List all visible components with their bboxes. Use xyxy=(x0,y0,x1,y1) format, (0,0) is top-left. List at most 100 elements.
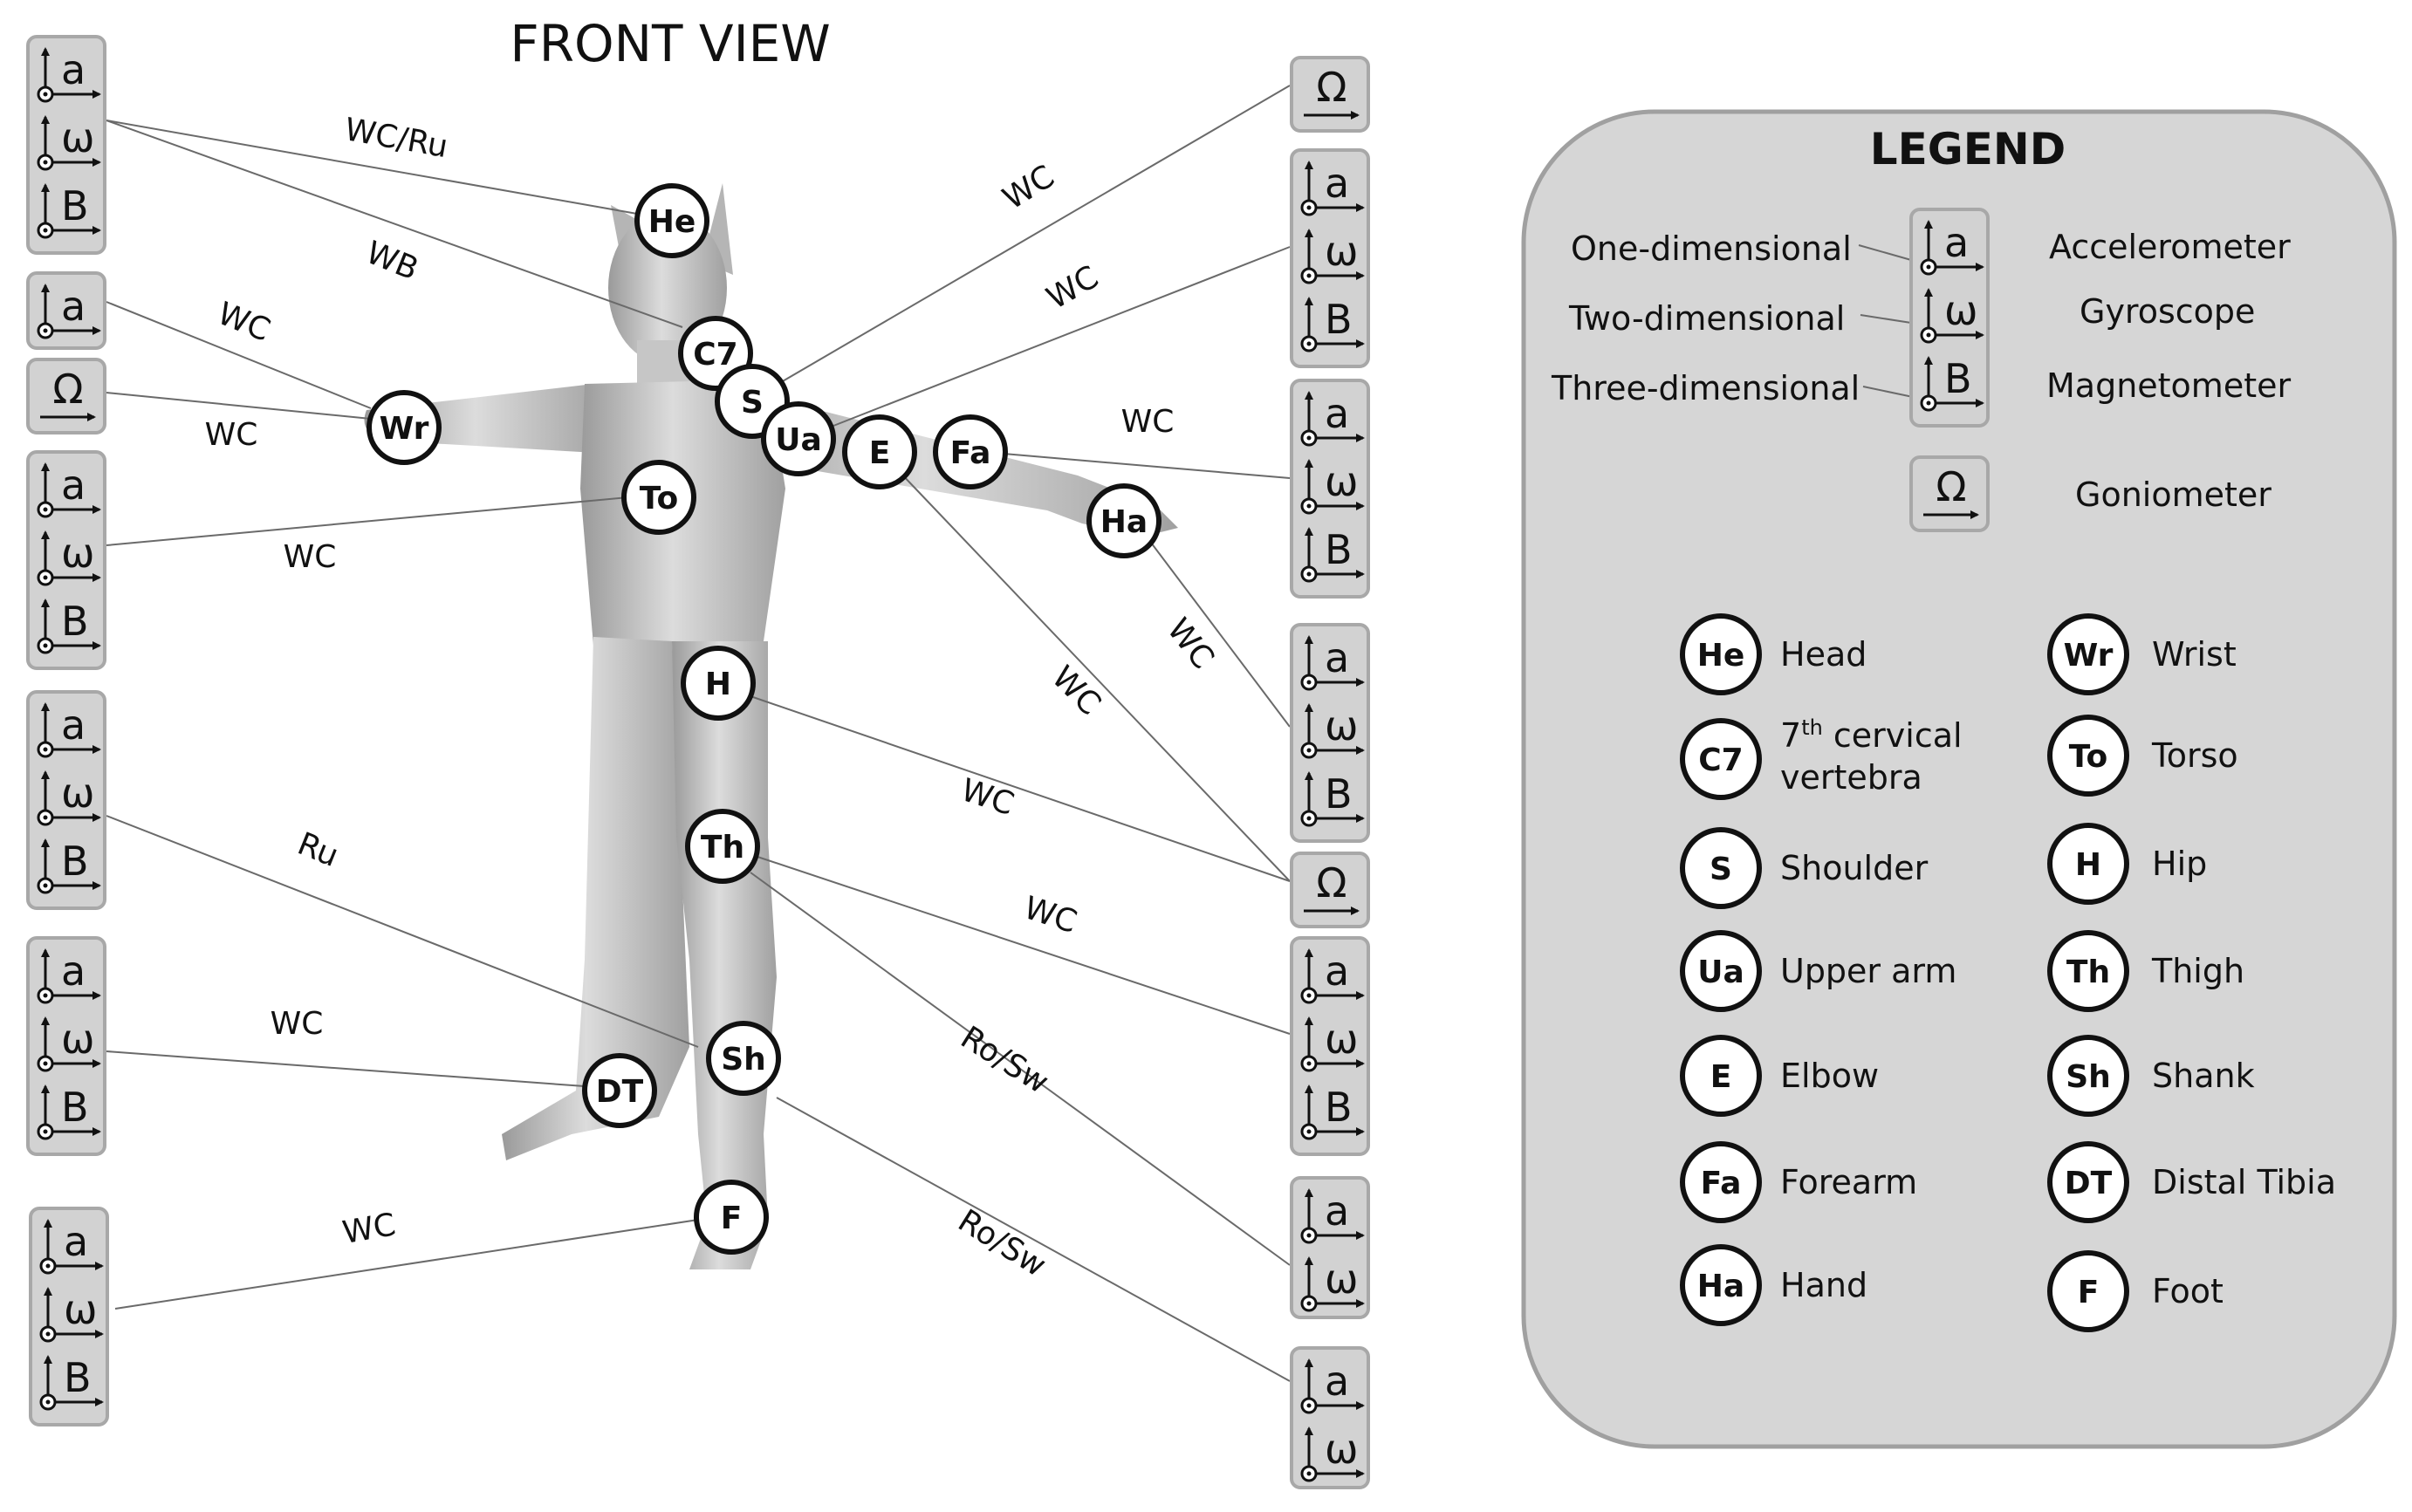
legend-name: Shank xyxy=(2152,1057,2255,1095)
connection-label: WC xyxy=(956,772,1018,823)
goniometer-box: Ω xyxy=(26,358,106,434)
legend-gyroscope: Gyroscope xyxy=(2080,292,2255,331)
accelerometer-symbol: a xyxy=(1944,219,1969,266)
legend-pointer-1 xyxy=(1858,244,1912,261)
legend-name: Shoulder xyxy=(1780,849,1929,887)
connection-label: Ro/Sw xyxy=(952,1203,1052,1284)
connection-line xyxy=(751,854,1291,1035)
gyroscope-symbol: ω xyxy=(61,530,95,577)
magnetometer-symbol: B xyxy=(1325,770,1353,818)
accelerometer-symbol: a xyxy=(61,46,86,93)
body-node-he: He xyxy=(634,183,709,258)
imu-sensor-box: aωB xyxy=(1909,208,1990,428)
legend-name: Hand xyxy=(1780,1266,1867,1304)
legend-goniometer-box: Ω xyxy=(1909,455,1990,532)
accelerometer-symbol: a xyxy=(1325,1187,1349,1235)
body-node-f: F xyxy=(694,1180,769,1255)
accelerometer-symbol: a xyxy=(1325,390,1349,437)
imu-sensor-box: aωB xyxy=(1290,148,1370,368)
legend-item-wr: Wr Wrist xyxy=(2047,613,2237,695)
imu-sensor-box: aωB xyxy=(1290,623,1370,843)
connection-label: WC xyxy=(1045,660,1107,722)
connection-label: WC xyxy=(205,417,258,453)
body-node-label: Sh xyxy=(721,1042,766,1078)
accelerometer-symbol: a xyxy=(61,948,86,995)
legend-name: Distal Tibia xyxy=(2152,1163,2336,1201)
legend-name: Foot xyxy=(2152,1272,2224,1310)
connection-label: WC xyxy=(284,539,337,575)
accelerometer-symbol: a xyxy=(61,462,86,509)
connection-line xyxy=(106,120,683,328)
legend-abbr: E xyxy=(1710,1059,1732,1095)
page-title: FRONT VIEW xyxy=(510,14,830,73)
body-node-sh: Sh xyxy=(706,1021,781,1096)
accelerometer-symbol: a xyxy=(61,283,86,330)
accelerometer-symbol: a xyxy=(1325,948,1349,995)
accelerometer-symbol: a xyxy=(1325,1358,1349,1405)
body-node-to: To xyxy=(621,460,696,535)
legend-abbr: Th xyxy=(2066,954,2110,990)
goniometer-box: Ω xyxy=(1290,56,1370,133)
body-node-label: Ha xyxy=(1100,504,1148,540)
legend-name: Hip xyxy=(2152,845,2207,883)
connection-line xyxy=(114,1219,699,1310)
body-node-ua: Ua xyxy=(761,401,836,476)
legend-name: Thigh xyxy=(2151,952,2244,990)
legend-name: Torso xyxy=(2151,736,2238,775)
connection-line xyxy=(1003,453,1291,479)
connection-line xyxy=(106,301,372,409)
legend-abbr: Sh xyxy=(2066,1059,2111,1095)
connection-label: Ru xyxy=(292,826,343,874)
gyroscope-symbol: ω xyxy=(64,1286,98,1333)
body-node-label: Ua xyxy=(775,422,822,458)
connection-line xyxy=(106,496,629,546)
magnetometer-symbol: B xyxy=(1325,296,1353,343)
imu-sensor-box: aω xyxy=(1290,1346,1370,1489)
legend-magnetometer: Magnetometer xyxy=(2046,366,2291,405)
imu-sensor-box: aωB xyxy=(1290,379,1370,599)
body-node-label: E xyxy=(869,435,891,471)
connection-line xyxy=(750,695,1291,882)
magnetometer-symbol: B xyxy=(61,838,89,885)
body-node-h: H xyxy=(681,646,756,721)
body-node-label: C7 xyxy=(693,337,737,373)
imu-sensor-box: aωB xyxy=(1290,936,1370,1156)
connection-label: WC xyxy=(340,1207,399,1251)
body-node-label: Fa xyxy=(950,435,991,471)
body-node-wr: Wr xyxy=(367,390,442,465)
legend-pointer-3 xyxy=(1862,386,1914,398)
goniometer-box: Ω xyxy=(1290,852,1370,928)
legend-name: Elbow xyxy=(1780,1057,1879,1095)
connection-line xyxy=(106,815,699,1048)
body-node-dt: DT xyxy=(582,1053,657,1128)
connection-line xyxy=(898,470,1291,882)
gyroscope-symbol: ω xyxy=(1325,1426,1359,1473)
body-node-label: He xyxy=(648,204,696,240)
legend-abbr: Wr xyxy=(2064,638,2114,674)
legend-abbr: Ua xyxy=(1697,954,1744,990)
legend-abbr: H xyxy=(2075,847,2101,883)
imu-sensor-box: aωB xyxy=(26,936,106,1156)
magnetometer-symbol: B xyxy=(1325,526,1353,573)
goniometer-box: Ω xyxy=(1909,455,1990,532)
legend-abbr: DT xyxy=(2065,1166,2113,1201)
legend-item-th: Th Thigh xyxy=(2047,930,2244,1012)
imu-sensor-box: aωB xyxy=(26,35,106,255)
connection-line xyxy=(106,392,372,420)
imu-sensor-box: aωB xyxy=(29,1207,109,1426)
connection-label: WC xyxy=(1121,404,1175,440)
magnetometer-symbol: B xyxy=(61,598,89,645)
body-node-label: Wr xyxy=(380,411,429,447)
imu-sensor-box: aω xyxy=(1290,1176,1370,1319)
legend-item-dt: DT Distal Tibia xyxy=(2047,1141,2336,1223)
legend-name-line2: vertebra xyxy=(1780,758,1922,797)
accelerometer-symbol: a xyxy=(61,701,86,749)
legend-name: Wrist xyxy=(2152,635,2237,674)
body-node-e: E xyxy=(842,414,917,489)
legend-dim-2: Two-dimensional xyxy=(1568,299,1845,338)
connection-label: WC xyxy=(212,296,275,349)
magnetometer-symbol: B xyxy=(1944,355,1972,402)
